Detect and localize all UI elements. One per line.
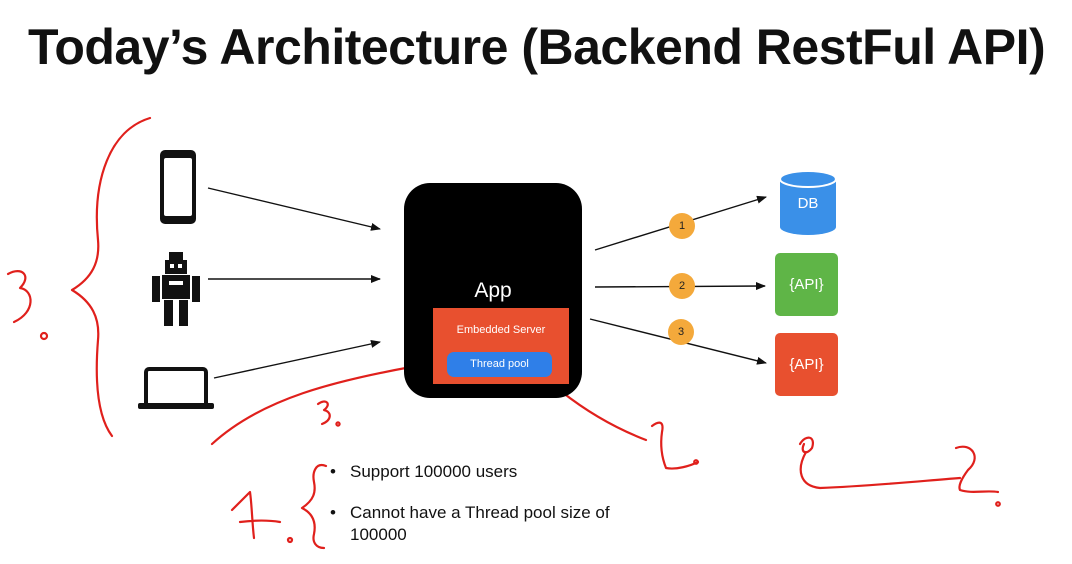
mark-2-scribble [798, 436, 814, 454]
mark-4-dot [286, 536, 294, 544]
mark-3-left [6, 270, 32, 324]
mark-1-dot [693, 459, 699, 465]
step-badge-1: 1 [669, 213, 695, 239]
embedded-server-box: Embedded Server Thread pool [433, 308, 569, 384]
mark-3-left-dot [39, 331, 49, 341]
arrow-phone-to-app [207, 187, 381, 231]
mark-2-dot [995, 501, 1001, 507]
api-box-green: {API} [775, 253, 838, 316]
left-brace-mark [70, 116, 152, 438]
slide-title: Today’s Architecture (Backend RestFul AP… [28, 19, 1046, 75]
mark-2 [954, 445, 1000, 494]
bullet-item: • Cannot have a Thread pool size of 1000… [330, 502, 670, 546]
smartphone-icon [160, 150, 196, 224]
api-box-red: {API} [775, 333, 838, 396]
bullet-dot-icon: • [330, 503, 336, 522]
app-label: App [474, 279, 512, 302]
embedded-server-label: Embedded Server [456, 324, 546, 336]
bullet-text: Support 100000 users [350, 462, 518, 481]
bullet-dot-icon: • [330, 462, 336, 481]
line-to-mark-2 [799, 450, 962, 490]
db-label: DB [797, 195, 819, 212]
arrow-laptop-to-app [213, 339, 381, 379]
database-icon [779, 170, 837, 235]
step-badge-2: 2 [669, 273, 695, 299]
laptop-icon [138, 367, 214, 409]
mark-4 [230, 490, 282, 540]
bullet-brace-mark [300, 464, 328, 550]
bullet-text: Cannot have a Thread pool size of 100000 [350, 503, 610, 544]
db-node: DB [780, 171, 836, 235]
curve-to-thread-pool [210, 360, 442, 446]
robot-icon [152, 252, 200, 326]
mark-3-small [316, 400, 331, 426]
app-box: App Embedded Server Thread pool [404, 183, 582, 398]
step-badge-3: 3 [668, 319, 694, 345]
handwritten-annotations [6, 116, 1001, 550]
bullet-item: • Support 100000 users [330, 462, 630, 482]
bullet-list: • Support 100000 users • Cannot have a T… [330, 462, 670, 546]
thread-pool-box: Thread pool [447, 352, 552, 377]
mark-3-small-dot [335, 421, 341, 427]
mark-1 [650, 421, 700, 470]
line-to-mark-1 [560, 390, 648, 442]
